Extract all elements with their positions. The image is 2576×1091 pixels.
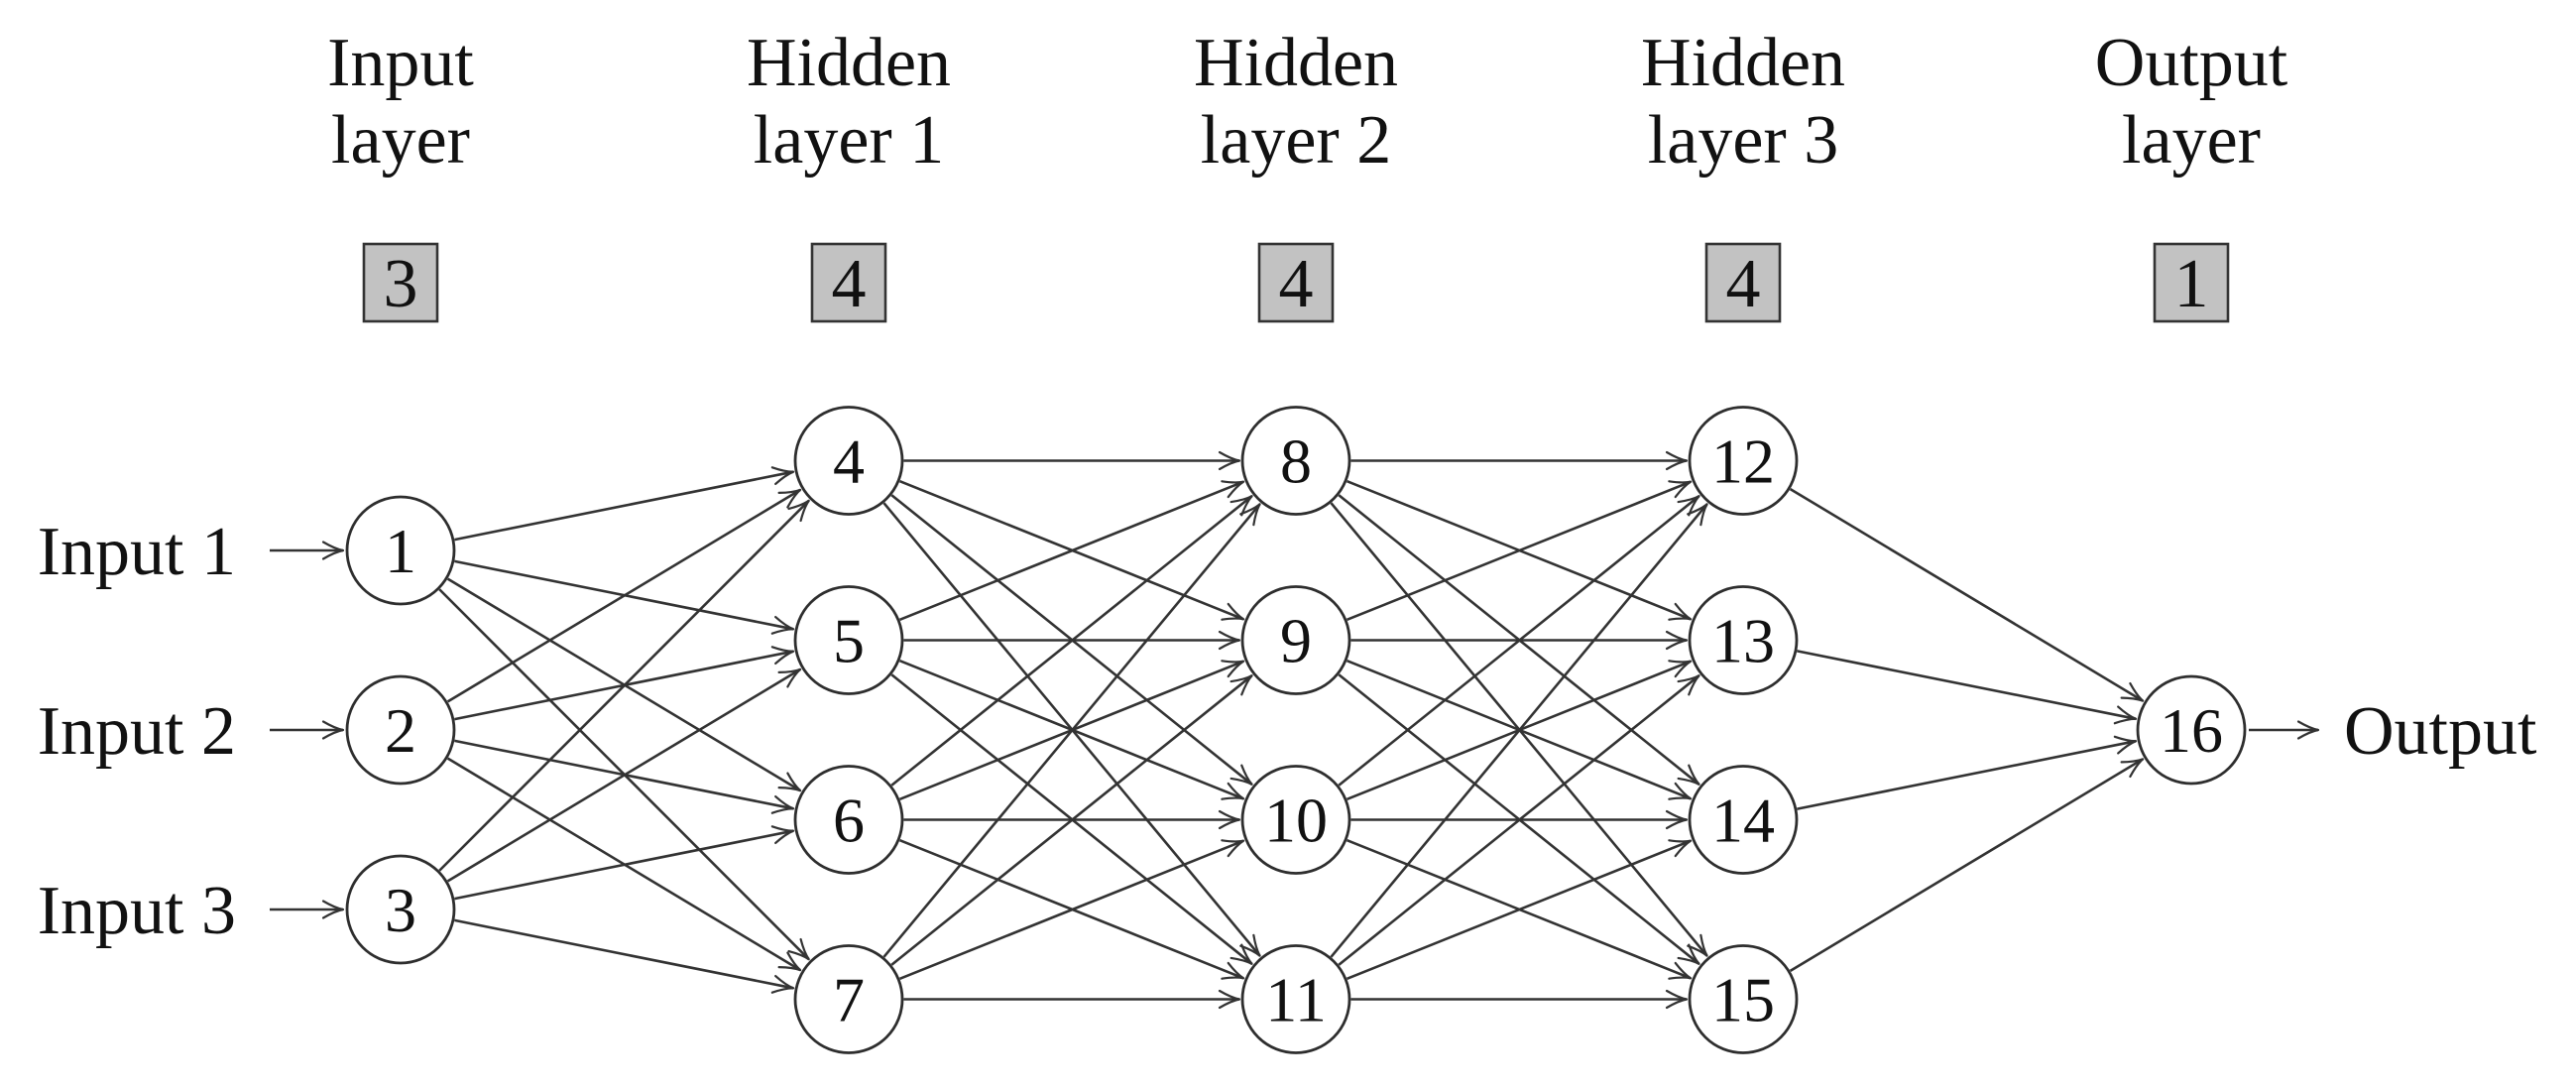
neuron-number: 11	[1265, 965, 1327, 1035]
layer-title-line: layer	[331, 102, 470, 179]
connection-edge	[890, 674, 1253, 966]
input-label: Input 1	[38, 514, 236, 590]
layer-count: 4	[1726, 246, 1761, 322]
neuron-node	[2136, 674, 2247, 786]
layer-title-line: Input	[327, 25, 474, 101]
neuron-number: 14	[1711, 786, 1775, 856]
layer-count-box	[1704, 242, 1782, 323]
neuron-number: 2	[385, 695, 416, 766]
layer-title-line: layer 3	[1648, 102, 1838, 179]
connection-edge	[454, 466, 795, 542]
neuron-node	[793, 406, 904, 516]
layer-count-box	[2153, 242, 2230, 323]
connection-edge	[899, 839, 1245, 981]
connection-edge	[454, 918, 795, 994]
layer-count: 4	[832, 246, 867, 322]
neuron-node	[1240, 406, 1351, 516]
layer-title-line: Hidden	[1641, 25, 1845, 101]
neuron-number: 15	[1711, 965, 1775, 1035]
neuron-node	[793, 585, 904, 695]
neuron-node	[1688, 765, 1799, 875]
neuron-node	[793, 944, 904, 1054]
layer-title-line: Hidden	[747, 25, 951, 101]
connection-edge	[446, 667, 802, 883]
neuron-number: 4	[833, 426, 865, 497]
connection-edge	[882, 503, 1261, 958]
layer-count: 4	[1279, 246, 1314, 322]
layer-count-box	[1257, 242, 1335, 323]
layer-count-box	[810, 242, 887, 323]
edges-layer	[438, 450, 2145, 1010]
neuron-number: 5	[833, 606, 865, 676]
connection-edge	[454, 825, 795, 901]
input-label: Input 2	[38, 693, 236, 770]
neuron-number: 13	[1711, 606, 1775, 676]
connection-edge	[446, 488, 802, 703]
connection-edge	[1347, 839, 1693, 981]
io-labels-layer: Input 1 Input 2 Input 3 Output	[38, 514, 2537, 949]
layer-title-line: layer 2	[1201, 102, 1391, 179]
connection-edge	[1338, 674, 1700, 966]
connection-edge	[1347, 480, 1693, 622]
connection-edge	[1330, 503, 1708, 958]
layer-title-line: layer	[2122, 102, 2261, 179]
connection-edge	[1797, 735, 2138, 810]
connection-edge	[438, 499, 810, 872]
connection-edge	[1789, 758, 2145, 973]
neuron-number: 16	[2160, 695, 2223, 766]
neuron-node	[1240, 944, 1351, 1054]
neuron-number: 6	[833, 786, 865, 856]
connection-edge	[1797, 650, 2138, 725]
neuron-number: 3	[385, 875, 416, 945]
neuron-number: 12	[1711, 426, 1775, 497]
neuron-node	[1240, 585, 1351, 695]
output-label: Output	[2344, 693, 2537, 770]
layer-title-line: Hidden	[1194, 25, 1398, 101]
layer-count: 3	[384, 246, 418, 322]
neuron-number: 1	[385, 516, 416, 586]
io-arrows-layer	[270, 541, 2320, 919]
layer-title-line: layer 1	[754, 102, 944, 179]
neuron-number: 9	[1280, 606, 1312, 676]
neuron-number: 8	[1280, 426, 1312, 497]
neuron-node	[1688, 944, 1799, 1054]
connection-edge	[899, 480, 1245, 622]
neuron-node	[1688, 406, 1799, 516]
count-boxes-layer: 3 4 4 4 1	[362, 242, 2230, 323]
neuron-node	[345, 495, 456, 606]
neuron-node	[793, 765, 904, 875]
connection-edge	[1789, 487, 2145, 702]
neuron-node	[1240, 765, 1351, 875]
neuron-node	[345, 674, 456, 786]
neuron-node	[345, 854, 456, 965]
input-label: Input 3	[38, 873, 236, 949]
layer-count: 1	[2174, 246, 2209, 322]
connection-edge	[890, 495, 1253, 787]
connection-edge	[1338, 495, 1700, 787]
layer-count-box	[362, 242, 439, 323]
neuron-node	[1688, 585, 1799, 695]
neuron-number: 7	[833, 965, 865, 1035]
layer-title-line: Output	[2095, 25, 2288, 101]
neuron-number: 10	[1264, 786, 1328, 856]
